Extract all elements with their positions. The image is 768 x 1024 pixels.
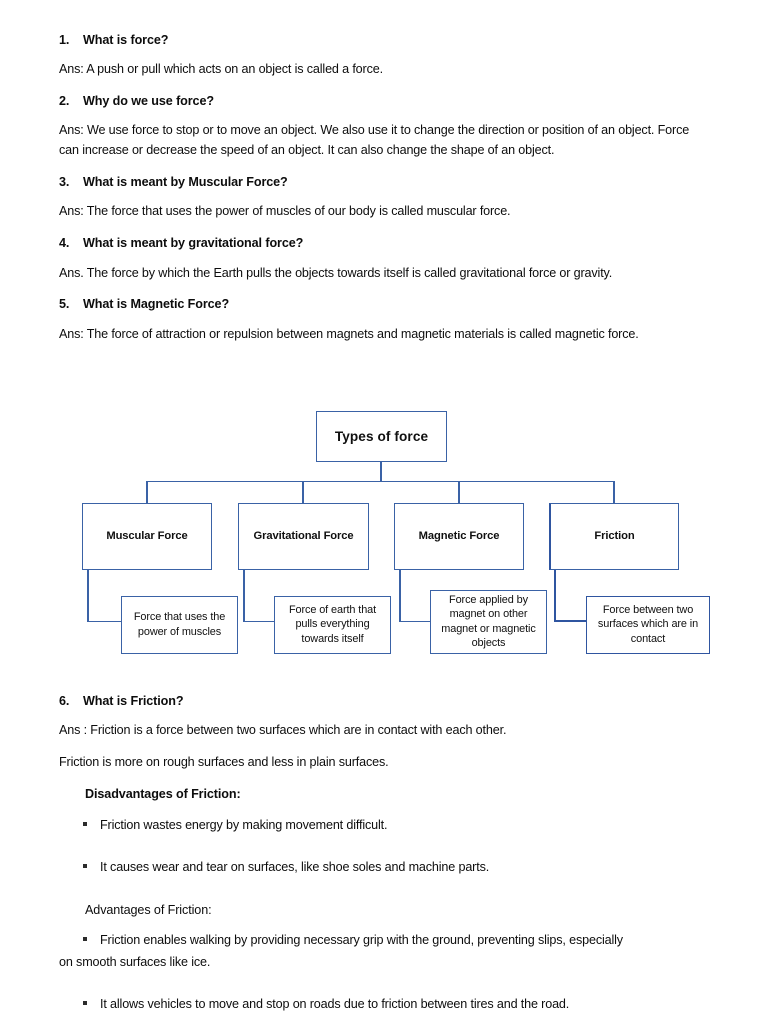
qa-block-1: 1. What is force? Ans: A push or pull whi…: [59, 31, 709, 80]
question-3: 3. What is meant by Muscular Force?: [59, 173, 709, 191]
diagram-category-muscular-label: Muscular Force: [106, 530, 188, 543]
connector-elbow-magnetic-vertical: [399, 569, 401, 622]
advantages-list: Friction enables walking by providing ne…: [59, 931, 709, 1015]
connector-main-bus: [146, 480, 614, 483]
square-bullet-icon: [83, 1001, 87, 1006]
question-5-number: 5.: [59, 297, 70, 312]
diagram-top-spacer: [59, 357, 709, 411]
diagram-root-node: Types of force: [316, 410, 447, 462]
question-4-text: What is meant by gravitational force?: [83, 236, 304, 251]
list-item: It allows vehicles to move and stop on r…: [59, 995, 709, 1015]
question-1-text: What is force?: [83, 33, 169, 47]
diagram-bottom-spacer: [59, 666, 709, 692]
connector-elbow-magnetic-horizontal: [399, 620, 431, 623]
question-2-text: Why do we use force?: [83, 94, 214, 109]
diagram-description-muscular-text: Force that uses the power of muscles: [133, 611, 226, 638]
question-1: 1. What is force?: [59, 31, 709, 49]
diagram-category-friction-label: Friction: [594, 530, 635, 543]
question-2: 2. Why do we use force?: [59, 92, 709, 110]
advantage-item-2: It allows vehicles to move and stop on r…: [100, 997, 570, 1012]
disadvantages-heading: Disadvantages of Friction:: [85, 786, 241, 801]
answer-6-line-2: Friction is more on rough surfaces and l…: [59, 754, 389, 769]
diagram-category-magnetic-label: Magnetic Force: [418, 530, 500, 543]
qa-block-4: 4.What is meant by gravitational force? …: [59, 234, 709, 283]
qa-block-5: 5. What is Magnetic Force? Ans: The force…: [59, 295, 709, 344]
connector-elbow-gravitational-vertical: [243, 569, 245, 622]
connector-drop-gravitational: [302, 480, 304, 503]
qa-block-6: 6. What is Friction? Ans : Friction is a …: [59, 692, 709, 1015]
question-3-number: 3.: [59, 175, 70, 190]
connector-drop-friction: [613, 480, 615, 503]
question-4: 4. What is meant by gravitational force?: [59, 234, 709, 252]
diagram-category-magnetic: Magnetic Force: [394, 502, 524, 570]
connector-elbow-friction-vertical: [554, 569, 557, 622]
types-of-force-diagram: Types of force Muscular Force Gravitatio…: [59, 410, 710, 666]
diagram-category-gravitational: Gravitational Force: [238, 502, 369, 570]
square-bullet-icon: [83, 937, 87, 942]
diagram-category-muscular: Muscular Force: [82, 502, 212, 570]
diagram-description-gravitational-text: Force of earth that pulls everything tow…: [288, 604, 377, 645]
question-1-number: 1.: [59, 33, 70, 47]
answer-2: Ans: We use force to stop or to move an …: [59, 123, 690, 158]
question-6: 6. What is Friction?: [59, 692, 709, 710]
question-4-number: 4.: [59, 236, 70, 251]
advantage-item-1-line-1: Friction enables walking by providing ne…: [100, 933, 623, 948]
connector-elbow-muscular-vertical: [87, 569, 89, 622]
connector-elbow-gravitational-horizontal: [243, 620, 275, 623]
connector-root-stem: [380, 461, 382, 482]
connector-drop-muscular: [146, 480, 148, 503]
document-body: 1. What is force? Ans: A push or pull whi…: [59, 31, 710, 1024]
answer-1: Ans: A push or pull which acts on an obj…: [59, 62, 383, 77]
disadvantage-item-2: It causes wear and tear on surfaces, lik…: [100, 860, 490, 875]
square-bullet-icon: [83, 864, 87, 869]
question-6-number: 6.: [59, 693, 70, 708]
question-3-text: What is meant by Muscular Force?: [83, 175, 288, 190]
list-item: It causes wear and tear on surfaces, lik…: [59, 858, 709, 878]
diagram-root-label: Types of force: [334, 428, 429, 444]
list-item: Friction wastes energy by making movemen…: [59, 816, 709, 836]
disadvantages-list: Friction wastes energy by making movemen…: [59, 816, 709, 878]
diagram-category-friction: Friction: [549, 502, 679, 570]
connector-elbow-friction-horizontal: [554, 619, 587, 622]
diagram-description-magnetic-text: Force applied by magnet on other magnet …: [441, 593, 536, 649]
advantages-heading: Advantages of Friction:: [85, 902, 212, 917]
diagram-category-gravitational-label: Gravitational Force: [253, 530, 354, 543]
qa-block-2: 2. Why do we use force? Ans: We use force…: [59, 92, 709, 161]
answer-6-line-1: Ans : Friction is a force between two su…: [59, 722, 507, 737]
diagram-description-friction-text: Force between two surfaces which are in …: [597, 604, 699, 645]
advantage-item-1-line-2: on smooth surfaces like ice.: [59, 954, 211, 969]
question-2-number: 2.: [59, 94, 70, 109]
question-6-text: What is Friction?: [83, 693, 184, 708]
connector-elbow-muscular-horizontal: [87, 620, 122, 623]
list-item: Friction enables walking by providing ne…: [59, 931, 709, 972]
answer-5: Ans: The force of attraction or repulsio…: [59, 326, 639, 341]
diagram-description-muscular: Force that uses the power of muscles: [121, 595, 238, 654]
question-5-text: What is Magnetic Force?: [83, 297, 230, 312]
diagram-description-friction: Force between two surfaces which are in …: [586, 595, 710, 654]
qa-block-3: 3. What is meant by Muscular Force? Ans: …: [59, 173, 709, 222]
answer-4: Ans. The force by which the Earth pulls …: [59, 265, 613, 280]
square-bullet-icon: [83, 821, 87, 826]
answer-3: Ans: The force that uses the power of mu…: [59, 204, 511, 219]
connector-drop-magnetic: [458, 480, 460, 503]
disadvantage-item-1: Friction wastes energy by making movemen…: [100, 817, 388, 832]
diagram-description-magnetic: Force applied by magnet on other magnet …: [430, 589, 547, 654]
question-5: 5. What is Magnetic Force?: [59, 295, 709, 313]
diagram-description-gravitational: Force of earth that pulls everything tow…: [274, 595, 391, 654]
